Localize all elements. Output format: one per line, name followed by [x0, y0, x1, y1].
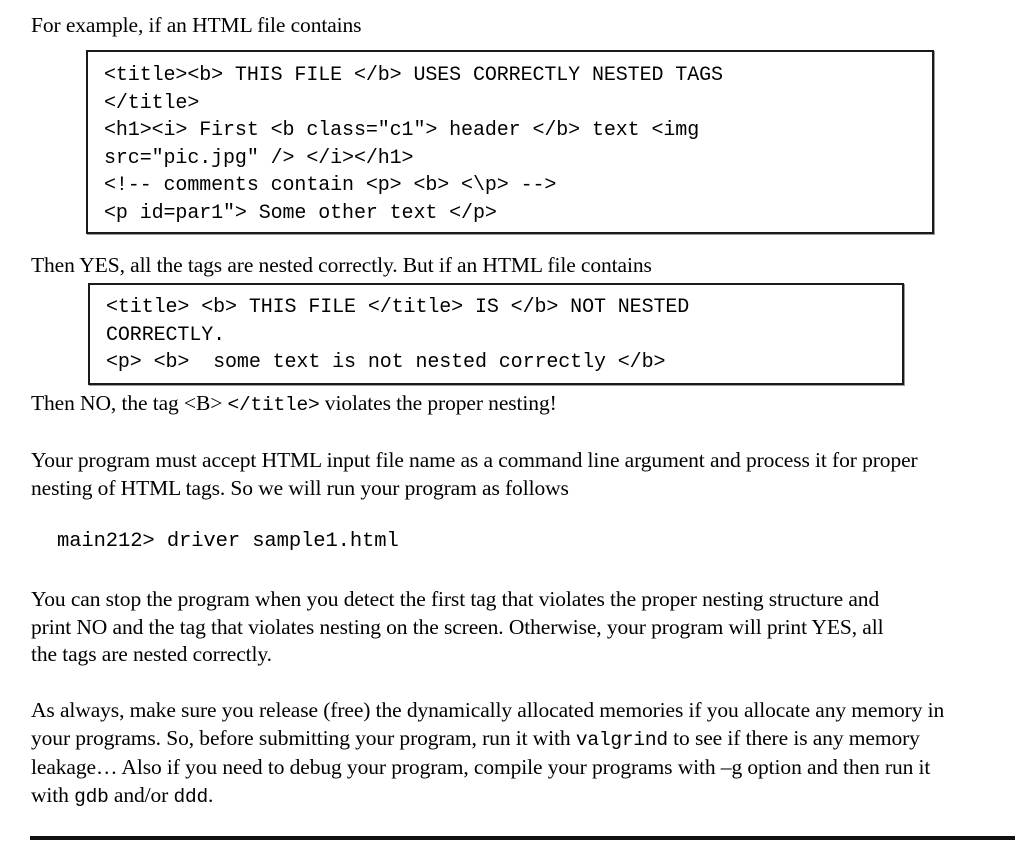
memory-paragraph-part4: . [208, 782, 214, 807]
no-paragraph-mono-tag: </title> [227, 394, 320, 416]
bottom-divider [30, 836, 1015, 840]
no-paragraph-part1: Then NO, the tag <B> [31, 391, 228, 415]
ddd-command-text: ddd [173, 785, 209, 808]
no-paragraph: Then NO, the tag <B> </title> violates t… [31, 390, 971, 420]
valgrind-command-text: valgrind [575, 728, 668, 751]
yes-paragraph: Then YES, all the tags are nested correc… [31, 253, 652, 277]
code-block-1: <title><b> THIS FILE </b> USES CORRECTLY… [104, 64, 723, 225]
memory-paragraph-part1: As always, make sure you release (free) … [31, 698, 945, 750]
requirement-paragraph: Your program must accept HTML input file… [31, 448, 918, 500]
code-box-correct-nesting: <title><b> THIS FILE </b> USES CORRECTLY… [86, 50, 934, 234]
gdb-command-text: gdb [74, 785, 109, 808]
stop-program-paragraph: You can stop the program when you detect… [31, 587, 884, 666]
code-box-incorrect-nesting: <title> <b> THIS FILE </title> IS </b> N… [88, 283, 904, 385]
command-line-example: main212> driver sample1.html [57, 530, 399, 553]
no-paragraph-part2: violates the proper nesting! [319, 391, 557, 415]
memory-management-paragraph: As always, make sure you release (free) … [31, 697, 963, 811]
intro-paragraph: For example, if an HTML file contains [31, 13, 362, 37]
memory-paragraph-part3: and/or [108, 782, 174, 807]
code-block-2: <title> <b> THIS FILE </title> IS </b> N… [106, 296, 690, 374]
memory-paragraph-part2: to see if there is any memory leakage… A… [31, 725, 931, 807]
